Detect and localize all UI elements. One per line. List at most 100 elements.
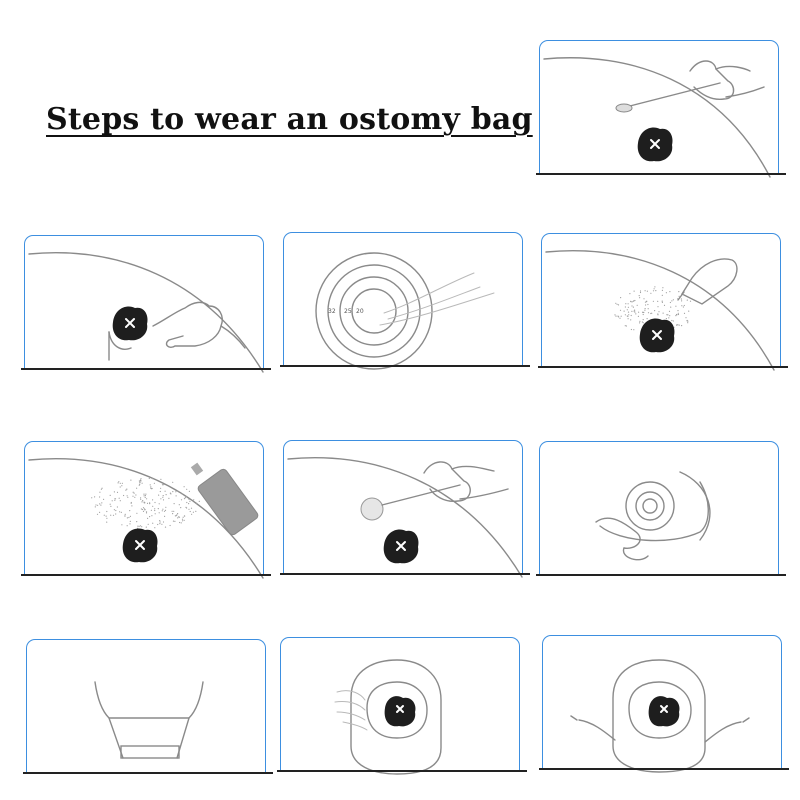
particle-dot (689, 300, 692, 302)
particle-dot (630, 328, 632, 331)
particle-dot (140, 497, 142, 499)
particle-dot (624, 306, 626, 308)
particle-dot (625, 325, 627, 327)
stoma-icon (637, 127, 673, 162)
particle-dot (198, 500, 200, 502)
particle-dot (121, 524, 123, 526)
particle-dot (123, 494, 125, 497)
stoma-icon (383, 529, 419, 564)
particle-dot (672, 299, 674, 301)
particle-dot (630, 300, 632, 302)
step-panel-3: 32 25 20 (280, 232, 530, 370)
powder-icon (614, 258, 738, 334)
particle-dot (163, 510, 166, 512)
particle-dot (189, 500, 191, 502)
particle-dot (650, 312, 652, 315)
particle-dot (677, 324, 679, 326)
stoma-icon (648, 696, 680, 727)
particle-dot (642, 319, 644, 321)
particle-dot (113, 509, 115, 511)
particle-dot (160, 478, 162, 480)
particle-dot (110, 514, 112, 516)
particle-dot (188, 508, 190, 510)
particle-dot (163, 483, 165, 485)
particle-dot (149, 484, 151, 486)
particle-dot (661, 294, 663, 296)
step-panel-4 (538, 233, 788, 371)
skin-prep-swab-icon (360, 461, 509, 521)
particle-dot (639, 320, 641, 322)
particle-dot (146, 498, 148, 500)
particle-dot (138, 484, 140, 486)
particle-dot (162, 521, 165, 523)
particle-dot (653, 288, 655, 290)
particle-dot (135, 494, 137, 496)
particle-dot (159, 523, 161, 525)
particle-dot (173, 503, 175, 505)
particle-dot (118, 497, 120, 499)
particle-dot (141, 501, 143, 503)
particle-dot (682, 294, 685, 296)
size-label: 25 (344, 308, 352, 315)
particle-dot (179, 521, 181, 524)
particle-dot (662, 287, 664, 289)
step-panel-2 (21, 235, 271, 373)
particle-dot (100, 504, 102, 506)
particle-dot (103, 514, 105, 516)
particle-dot (681, 305, 683, 307)
particle-dot (161, 523, 163, 525)
particle-dot (149, 502, 151, 504)
particle-dot (669, 315, 671, 317)
particle-dot (631, 301, 633, 303)
particle-dot (630, 319, 632, 321)
particle-dot (676, 324, 678, 326)
particle-dot (145, 526, 147, 528)
particle-dot (665, 292, 667, 294)
particle-dot (132, 495, 134, 497)
particle-dot (169, 524, 171, 527)
step-panel-10 (539, 635, 789, 773)
particle-dot (643, 298, 645, 300)
particle-dot (94, 496, 96, 498)
particle-dot (182, 520, 184, 522)
particle-dot (172, 520, 175, 522)
particle-dot (654, 286, 656, 288)
particle-dot (646, 290, 648, 292)
particle-dot (119, 511, 121, 513)
particle-dot (642, 322, 644, 324)
particle-dot (180, 499, 183, 501)
particle-dot (111, 500, 113, 502)
particle-dot (131, 505, 133, 507)
particle-dot (121, 482, 123, 484)
particle-dot (178, 504, 180, 506)
particle-dot (655, 290, 657, 292)
particle-dot (680, 298, 682, 300)
particle-dot (126, 488, 128, 490)
particle-dot (149, 516, 151, 518)
particle-dot (668, 317, 670, 319)
particle-dot (114, 498, 116, 500)
particle-dot (124, 515, 126, 517)
particle-dot (619, 317, 621, 319)
particle-dot (661, 301, 663, 303)
particle-dot (669, 301, 671, 304)
sizing-guide-icon: 32 25 20 (315, 252, 495, 370)
particle-dot (623, 310, 625, 312)
step-panel-7 (536, 441, 786, 576)
particle-dot (624, 314, 626, 316)
particle-dot (639, 297, 641, 299)
particle-dot (148, 477, 150, 479)
particle-dot (634, 309, 636, 311)
particle-dot (639, 291, 642, 294)
particle-dot (154, 513, 156, 515)
particle-dot (146, 502, 149, 504)
particle-dot (144, 495, 146, 497)
particle-dot (666, 314, 668, 316)
particle-dot (642, 313, 644, 316)
particle-dot (618, 316, 620, 318)
wafer-backing-peel-icon (595, 471, 711, 561)
particle-dot (633, 329, 635, 331)
particle-dot (665, 318, 667, 320)
particle-dot (683, 312, 686, 314)
particle-dot (637, 315, 639, 317)
